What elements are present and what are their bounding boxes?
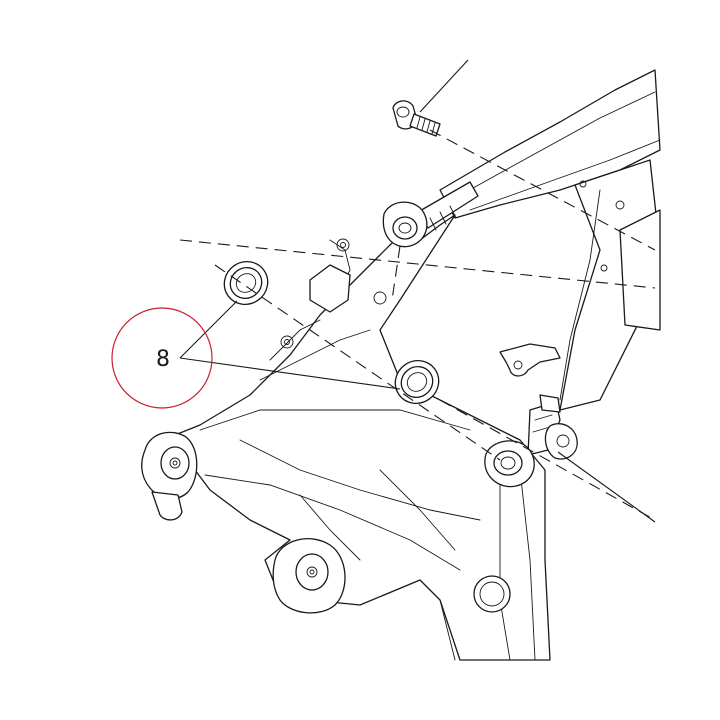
- callout-number: 8: [156, 347, 170, 372]
- assembly-lines: [419, 59, 656, 523]
- dashed-axis-lines: [179, 129, 656, 521]
- upper-frame-tube: [439, 69, 661, 411]
- callout-leaders: [179, 300, 401, 390]
- callout-8[interactable]: 8: [111, 307, 213, 409]
- left-mount-lug: [141, 431, 198, 521]
- upper-link-rod: [382, 181, 479, 248]
- frame-cutout: [473, 575, 511, 613]
- lower-mount-lug: [272, 538, 346, 614]
- upper-washer: [223, 261, 269, 305]
- lower-washer: [394, 360, 440, 404]
- callout-circle: [111, 307, 213, 409]
- socket-bolt: [392, 100, 441, 137]
- lower-link-rod: [484, 394, 578, 488]
- small-bracket: [499, 343, 561, 377]
